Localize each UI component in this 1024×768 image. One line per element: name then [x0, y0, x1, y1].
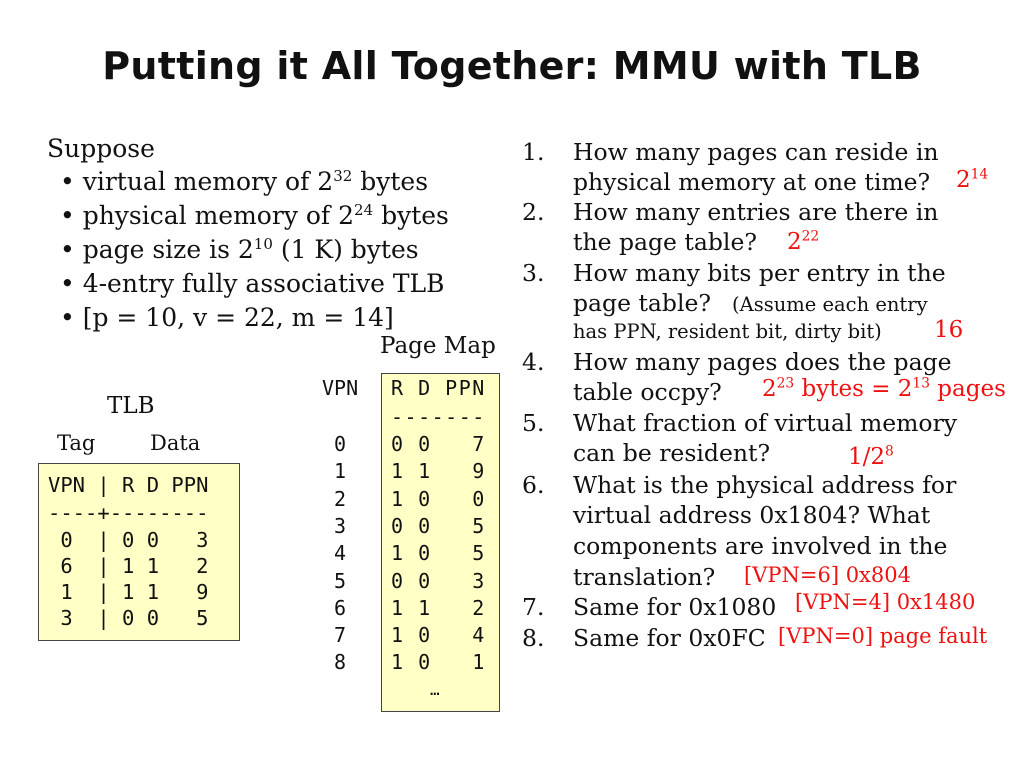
page-map-row: 1 0 5	[391, 541, 486, 566]
page-map-vpn: 2	[334, 486, 347, 511]
question-number: 6.	[522, 471, 545, 499]
page-map-table	[381, 373, 500, 712]
question-text: components are involved in the	[573, 532, 948, 560]
question-number: 7.	[522, 593, 545, 621]
question-text: the page table?	[573, 228, 757, 256]
answer-exponent: 14	[970, 166, 989, 183]
question-text: page table?	[573, 289, 711, 317]
question-text: What is the physical address for	[573, 471, 957, 499]
question-number: 4.	[522, 348, 545, 376]
page-map-vpn: 1	[334, 459, 347, 484]
answer-exponent: 13	[912, 375, 930, 392]
question-text: translation?	[573, 563, 716, 591]
question-text: How many bits per entry in the	[573, 259, 946, 287]
page-map-vpn: 8	[334, 650, 347, 675]
answer-exponent: 23	[776, 375, 795, 392]
page-map-vpn: 0	[334, 432, 347, 456]
question-text: How many entries are there in	[573, 198, 939, 226]
bullet-item: • 4-entry fully associative TLB	[60, 269, 445, 298]
answer-6: [VPN=6] 0x804	[744, 563, 911, 587]
exponent: 10	[253, 235, 273, 253]
question-text: can be resident?	[573, 439, 771, 467]
suppose-heading: Suppose	[47, 134, 155, 163]
question-number: 2.	[522, 198, 545, 226]
question-text: physical memory at one time?	[573, 168, 931, 196]
question-note: (Assume each entry	[732, 293, 928, 316]
question-text: How many pages does the page	[573, 348, 952, 376]
question-text: Same for 0x1080	[573, 593, 777, 621]
page-map-label: Page Map	[380, 333, 496, 359]
tlb-table	[38, 463, 240, 641]
bullet-item: • physical memory of 224 bytes	[60, 201, 449, 230]
page-map-row: 1 0 1	[391, 650, 486, 675]
page-map-row: 1 1 9	[391, 459, 486, 484]
question-note: has PPN, resident bit, dirty bit)	[573, 320, 882, 343]
bullet-text: (1 K) bytes	[272, 235, 419, 264]
exponent: 24	[354, 201, 374, 219]
question-text: virtual address 0x1804? What	[573, 501, 931, 529]
bullet-text: bytes	[373, 201, 449, 230]
page-map-row: 1 1 2	[391, 595, 486, 620]
question-text: table occpy?	[573, 378, 722, 406]
tlb-row: 6 | 1 1 2	[48, 554, 209, 578]
tlb-header: VPN | R D PPN	[48, 473, 209, 497]
tlb-divider: ----+--------	[48, 501, 209, 525]
question-text: How many pages can reside in	[573, 138, 939, 166]
page-map-row: 1 0 4	[391, 623, 486, 648]
bullet-text: page size is 2	[82, 235, 254, 264]
answer-5: 1/28	[848, 444, 894, 470]
bullet-item: • page size is 210 (1 K) bytes	[60, 235, 419, 264]
question-number: 8.	[522, 624, 545, 652]
page-map-ellipsis: …	[430, 680, 440, 699]
slide-title: Putting it All Together: MMU with TLB	[102, 44, 922, 88]
answer-exponent: 22	[801, 228, 820, 245]
answer-8: [VPN=0] page fault	[778, 624, 988, 648]
page-map-row: 0 0 7	[391, 432, 486, 456]
answer-7: [VPN=4] 0x1480	[795, 590, 976, 614]
bullet-text: physical memory of 2	[82, 201, 355, 230]
bullet-text: virtual memory of 2	[82, 167, 334, 196]
tlb-row: 1 | 1 1 9	[48, 580, 209, 604]
answer-text: pages	[929, 376, 1006, 402]
bullet-text: bytes	[352, 167, 429, 196]
bullet-text: [p = 10, v = 22, m = 14]	[82, 303, 394, 332]
question-number: 3.	[522, 259, 545, 287]
bullet-item: • [p = 10, v = 22, m = 14]	[60, 303, 394, 332]
page-map-vpn: 3	[334, 513, 347, 538]
page-map-row: 1 0 0	[391, 486, 486, 511]
tlb-row: 3 | 0 0 5	[48, 606, 209, 630]
question-number: 5.	[522, 409, 545, 437]
page-map-row: 0 0 5	[391, 513, 486, 538]
answer-base: 2	[956, 167, 971, 193]
answer-4: 223 bytes = 213 pages	[762, 376, 1006, 402]
answer-1: 214	[956, 167, 988, 193]
answer-base: 2	[787, 229, 802, 255]
page-map-vpn-label: VPN	[322, 376, 359, 400]
exponent: 32	[333, 167, 353, 185]
page-map-vpn: 5	[334, 568, 347, 593]
page-map-vpn: 4	[334, 541, 347, 566]
page-map-header: R D PPN	[391, 376, 486, 400]
bullet-item: • virtual memory of 232 bytes	[60, 167, 429, 196]
tlb-label: TLB	[107, 393, 155, 419]
page-map-vpn: 6	[334, 595, 347, 620]
page-map-row: 0 0 3	[391, 568, 486, 593]
tlb-data-label: Data	[150, 431, 201, 455]
question-text: What fraction of virtual memory	[573, 409, 958, 437]
page-map-divider: -------	[391, 405, 486, 429]
page-map-vpn: 7	[334, 623, 347, 648]
question-text: Same for 0x0FC	[573, 624, 766, 652]
answer-3: 16	[934, 317, 964, 343]
question-number: 1.	[522, 138, 545, 166]
answer-exponent: 8	[885, 443, 894, 460]
answer-base: 1/2	[848, 444, 886, 470]
bullet-text: 4-entry fully associative TLB	[82, 269, 445, 298]
answer-text: bytes = 2	[794, 376, 913, 402]
answer-base: 2	[762, 376, 777, 402]
tlb-tag-label: Tag	[57, 431, 96, 455]
tlb-row: 0 | 0 0 3	[48, 528, 209, 552]
answer-2: 222	[787, 229, 819, 255]
